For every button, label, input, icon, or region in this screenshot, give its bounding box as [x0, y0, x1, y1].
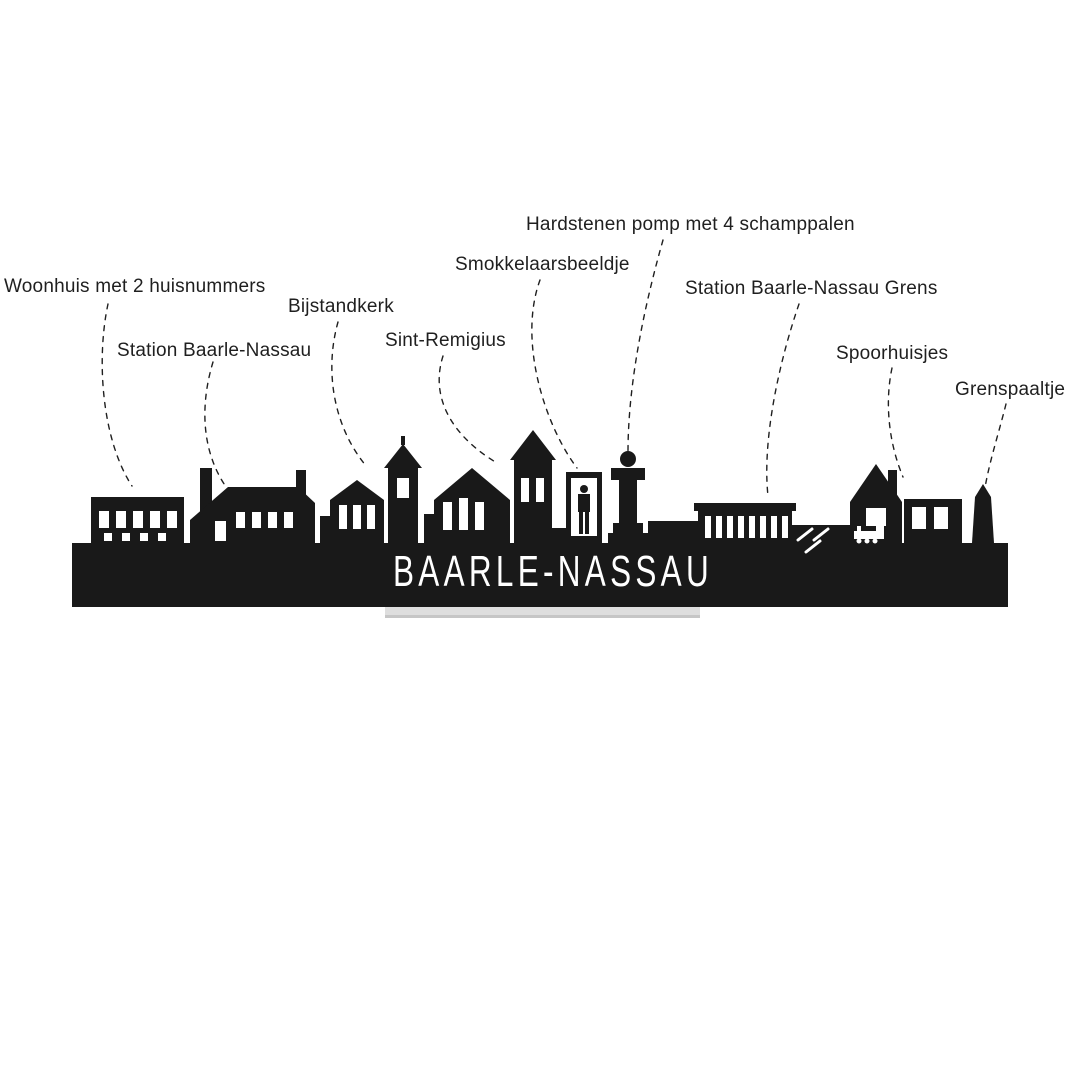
wall-segment — [648, 521, 700, 543]
building-woonhuis — [91, 497, 184, 543]
label-woonhuis: Woonhuis met 2 huisnummers — [4, 276, 266, 297]
callout-line-woonhuis — [101, 303, 133, 487]
label-station-baarle-nassau: Station Baarle-Nassau — [117, 340, 312, 361]
callout-line-station-grens — [766, 303, 800, 497]
label-smokkelaarsbeeldje: Smokkelaarsbeeldje — [455, 254, 630, 275]
monument-grenspaaltje — [972, 484, 994, 543]
building-spoorhuisjes — [850, 464, 962, 544]
label-sint-remigius: Sint-Remigius — [385, 330, 506, 351]
callout-line-station — [204, 361, 230, 492]
callout-line-sint-remigius — [438, 355, 498, 464]
building-sint-remigius — [424, 430, 556, 543]
building-station-grens — [694, 503, 796, 543]
callout-line-grenspaaltje — [983, 403, 1007, 495]
building-station-baarle-nassau — [190, 468, 315, 543]
monument-smokkelaarsbeeldje — [566, 472, 602, 543]
skyline-base — [72, 543, 1008, 607]
skyline-title: BAARLE-NASSAU — [393, 547, 713, 596]
label-station-grens: Station Baarle-Nassau Grens — [685, 278, 938, 299]
display-stand — [385, 607, 700, 618]
wall-segment — [552, 528, 568, 543]
train-icon — [854, 526, 884, 544]
skyline-silhouette: BAARLE-NASSAU — [72, 430, 1008, 607]
building-bijstandkerk — [320, 436, 422, 543]
wall-crossing-marks — [792, 525, 850, 554]
monument-hardstenen-pomp — [608, 451, 648, 543]
label-bijstandkerk: Bijstandkerk — [288, 296, 394, 317]
callout-lines — [101, 239, 1007, 497]
callout-line-bijstandkerk — [331, 321, 368, 468]
label-grenspaaltje: Grenspaaltje — [955, 379, 1066, 400]
callout-line-spoorhuisjes — [887, 367, 904, 478]
callout-line-smokkelaars — [531, 279, 578, 469]
label-spoorhuisjes: Spoorhuisjes — [836, 343, 949, 364]
callout-line-pomp — [627, 239, 664, 453]
label-hardstenen-pomp: Hardstenen pomp met 4 schamppalen — [526, 214, 855, 235]
